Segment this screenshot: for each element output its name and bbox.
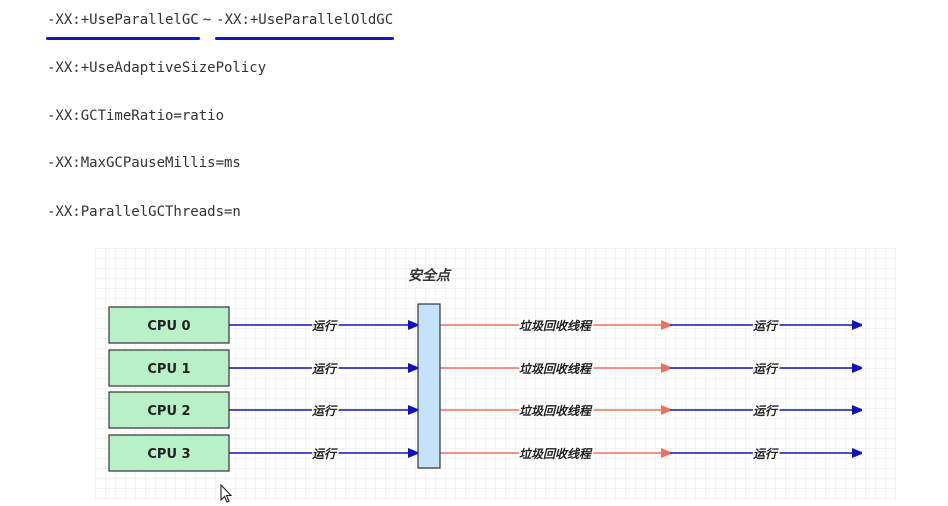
run-label-after-0: 运行 — [753, 319, 779, 333]
option-adaptive-size-policy: -XX:+UseAdaptiveSizePolicy — [47, 60, 267, 76]
gc-label-3: 垃圾回收线程 — [519, 447, 593, 461]
cpu-box-3 — [108, 434, 230, 472]
cpu-row-2: CPU 2 运行 垃圾回收线程 运行 — [108, 391, 861, 429]
run-label-before-3: 运行 — [312, 447, 338, 461]
run-label-after-1: 运行 — [753, 362, 779, 376]
safepoint-bar — [417, 303, 441, 469]
cpu-row-3: CPU 3 运行 垃圾回收线程 运行 — [108, 434, 861, 472]
cpu-row-1: CPU 1 运行 垃圾回收线程 运行 — [108, 349, 861, 387]
option-max-gc-pause-millis: -XX:MaxGCPauseMillis=ms — [47, 155, 241, 171]
cpu-box-1 — [108, 349, 230, 387]
gc-label-1: 垃圾回收线程 — [519, 362, 593, 376]
run-label-before-2: 运行 — [312, 404, 338, 418]
cpu-label-1: CPU 1 — [147, 362, 190, 377]
cpu-label-3: CPU 3 — [147, 447, 190, 462]
gc-label-2: 垃圾回收线程 — [519, 404, 593, 418]
use-parallel-gc-option: -XX:+UseParallelGC — [46, 12, 200, 40]
option-line-1: -XX:+UseParallelGC~-XX:+UseParallelOldGC — [46, 10, 395, 40]
gc-label-0: 垃圾回收线程 — [519, 319, 593, 333]
run-label-after-2: 运行 — [753, 404, 779, 418]
mouse-cursor-icon — [220, 484, 233, 503]
use-parallel-old-gc-option: -XX:+UseParallelOldGC — [215, 12, 395, 40]
run-label-after-3: 运行 — [753, 447, 779, 461]
cpu-box-0 — [108, 306, 230, 344]
safepoint-label: 安全点 — [408, 267, 452, 284]
option-gc-time-ratio: -XX:GCTimeRatio=ratio — [47, 108, 225, 124]
option-separator: ~ — [202, 12, 212, 28]
run-label-before-1: 运行 — [312, 362, 338, 376]
cpu-label-0: CPU 0 — [147, 319, 190, 334]
option-parallel-gc-threads: -XX:ParallelGCThreads=n — [47, 204, 241, 220]
run-label-before-0: 运行 — [312, 319, 338, 333]
cpu-row-0: CPU 0 运行 垃圾回收线程 运行 — [108, 306, 861, 344]
cpu-label-2: CPU 2 — [147, 404, 190, 419]
